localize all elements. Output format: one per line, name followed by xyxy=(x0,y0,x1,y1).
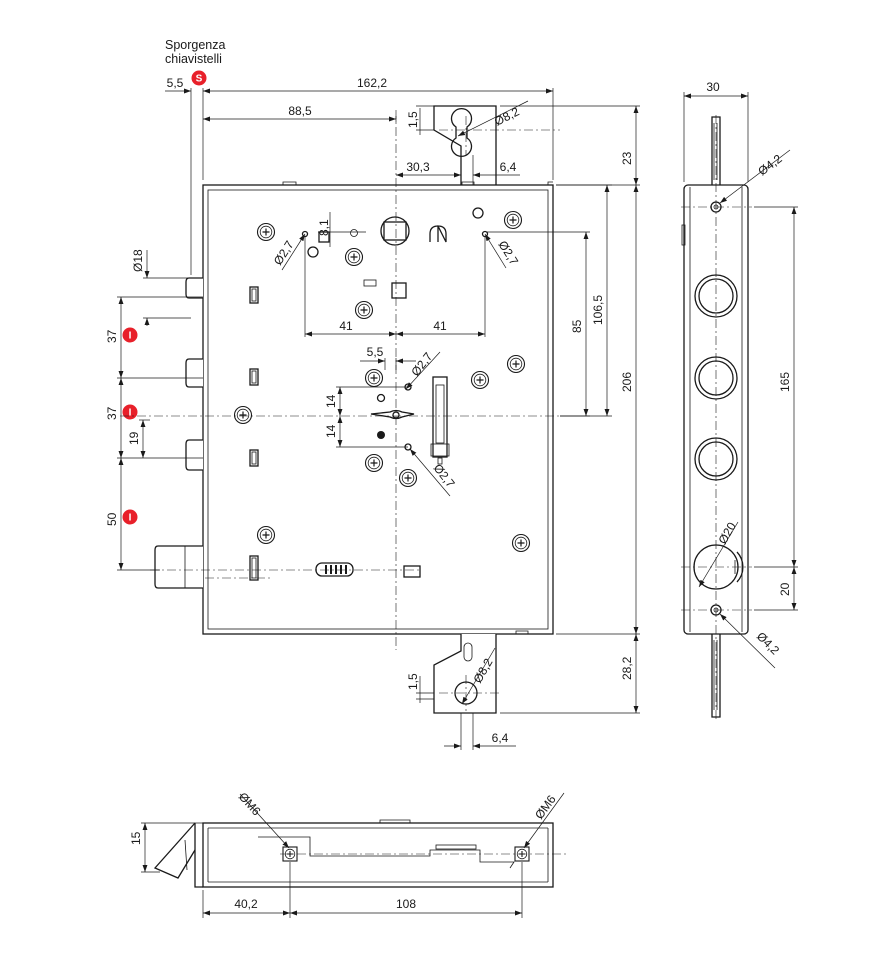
front-view: 162,2 5,5 88,5 Ø8,2 1,5 30,3 6,4 23 Ø2,7… xyxy=(105,76,640,750)
dim-bottom-hole-offset: 1,5 xyxy=(406,673,420,690)
dim-top-hole-offset: 1,5 xyxy=(406,111,420,128)
dim-m6-right: ØM6 xyxy=(532,792,559,822)
dim-small-8-1: 8,1 xyxy=(317,219,331,236)
dim-bottom-height: 15 xyxy=(129,831,143,845)
top-strike-plate xyxy=(433,105,497,185)
dim-108: 108 xyxy=(396,897,416,911)
dim-37-bottom: 37 xyxy=(105,406,119,420)
dim-bottom-slot-width: 6,4 xyxy=(492,731,509,745)
dim-106-5: 106,5 xyxy=(591,295,605,325)
dim-206: 206 xyxy=(620,372,634,392)
dim-slot-width: 6,4 xyxy=(500,160,517,174)
dim-bolt-projection: 5,5 xyxy=(167,76,184,90)
dim-slot-offset: 30,3 xyxy=(406,160,430,174)
bottom-view: ØM6 ØM6 15 40,2 108 xyxy=(129,790,566,918)
badge-s-label: S xyxy=(196,74,203,85)
dim-19: 19 xyxy=(127,431,141,445)
dim-5-5: 5,5 xyxy=(367,345,384,359)
note-line-2: chiavistelli xyxy=(165,52,222,66)
dim-14-bottom: 14 xyxy=(324,424,338,438)
side-view: 30 Ø4,2 Ø4,2 Ø20 165 20 xyxy=(681,80,798,720)
badge-i-3: I xyxy=(122,509,138,525)
dim-m6-left: ØM6 xyxy=(236,790,264,819)
dim-41-left: 41 xyxy=(339,319,353,333)
dim-side-width: 30 xyxy=(706,80,720,94)
badge-i-1: I xyxy=(122,327,138,343)
lock-case xyxy=(202,184,554,635)
dim-85: 85 xyxy=(570,319,584,333)
dim-40-2: 40,2 xyxy=(234,897,258,911)
dim-side-top-hole-dia: Ø4,2 xyxy=(755,151,784,178)
dim-bolt-dia: Ø18 xyxy=(131,249,145,272)
badge-i-3-label: I xyxy=(129,513,132,524)
dim-165: 165 xyxy=(778,372,792,392)
dim-14-top: 14 xyxy=(324,394,338,408)
dim-side-bottom-hole-dia: Ø4,2 xyxy=(754,629,783,658)
dim-top-extension: 23 xyxy=(620,151,634,165)
bolts xyxy=(154,277,203,589)
dim-50: 50 xyxy=(105,512,119,526)
dim-41-right: 41 xyxy=(433,319,447,333)
projection-note: Sporgenza chiavistelli xyxy=(165,38,226,66)
dim-37-top: 37 xyxy=(105,329,119,343)
badge-s: S xyxy=(191,70,207,86)
dim-bottom-extension: 28,2 xyxy=(620,656,634,680)
dim-total-width: 162,2 xyxy=(357,76,387,90)
badge-i-2: I xyxy=(122,404,138,420)
badge-i-2-label: I xyxy=(129,408,132,419)
note-line-1: Sporgenza xyxy=(165,38,226,52)
badge-i-1-label: I xyxy=(129,331,132,342)
dim-side-20: 20 xyxy=(778,582,792,596)
dim-backset: 88,5 xyxy=(288,104,312,118)
